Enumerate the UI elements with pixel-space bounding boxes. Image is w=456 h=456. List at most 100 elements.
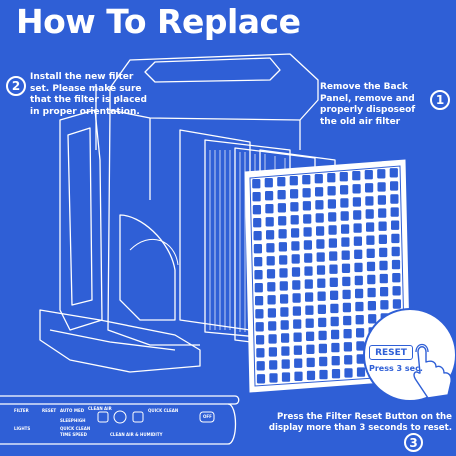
filter-grid-hole [379, 247, 388, 258]
filter-grid-hole [281, 346, 290, 356]
filter-grid-hole [292, 306, 301, 316]
filter-grid-hole [255, 322, 264, 332]
filter-grid-hole [379, 273, 388, 284]
filter-grid-hole [291, 228, 300, 238]
filter-grid-hole [352, 184, 361, 194]
filter-grid-hole [367, 287, 376, 298]
filter-grid-hole [290, 202, 299, 212]
page-title: How To Replace [16, 2, 301, 41]
panel-label-med: MED [74, 408, 85, 413]
filter-grid-hole [366, 248, 375, 258]
filter-grid-hole [305, 292, 314, 302]
filter-grid-hole [329, 251, 338, 261]
filter-grid-hole [255, 309, 264, 319]
filter-grid-hole [278, 216, 287, 226]
filter-grid-hole [356, 354, 365, 364]
filter-grid-hole [294, 371, 303, 381]
panel-label-auto: AUTO [60, 408, 73, 413]
filter-grid-hole [390, 194, 399, 204]
filter-grid-hole [355, 301, 364, 312]
panel-label-clean-air-humidity: CLEAN AIR & HUMIDITY [110, 432, 163, 437]
filter-grid-hole [342, 276, 351, 287]
filter-grid-hole [317, 278, 326, 288]
filter-grid-hole [265, 217, 274, 227]
filter-grid-hole [356, 341, 365, 351]
filter-grid-hole [356, 328, 365, 338]
filter-grid-hole [291, 267, 301, 277]
filter-grid-hole [364, 170, 373, 180]
filter-grid-hole [303, 214, 312, 224]
filter-grid-hole [340, 185, 349, 195]
filter-grid-hole [331, 369, 341, 379]
filter-grid-hole [341, 250, 350, 260]
filter-grid-hole [293, 345, 302, 355]
filter-grid-hole [268, 334, 277, 344]
filter-grid-hole [368, 314, 377, 324]
filter-grid-hole [330, 303, 339, 314]
filter-grid-hole [331, 342, 340, 353]
filter-grid-hole [378, 234, 387, 244]
filter-grid-hole [316, 265, 326, 275]
filter-grid-hole [252, 192, 261, 202]
filter-grid-hole [377, 182, 386, 192]
filter-grid-hole [254, 270, 263, 280]
filter-grid-hole [280, 320, 289, 330]
panel-label-time-speed: TIME SPEED [60, 432, 87, 437]
filter-grid-hole [327, 199, 336, 209]
panel-label-sleep: SLEEP [60, 418, 74, 423]
filter-grid-hole [279, 255, 288, 265]
filter-grid-hole [306, 331, 315, 341]
filter-grid-hole [328, 212, 337, 222]
filter-grid-hole [365, 209, 374, 219]
filter-grid-hole [291, 254, 300, 264]
filter-grid-hole [306, 370, 316, 381]
filter-grid-hole [279, 281, 288, 291]
filter-grid-hole [278, 242, 287, 252]
filter-grid-hole [302, 201, 311, 211]
filter-grid-hole [392, 299, 401, 309]
filter-grid-hole [341, 224, 350, 234]
filter-grid-hole [342, 302, 351, 313]
filter-grid-hole [293, 319, 302, 329]
filter-grid-hole [316, 252, 325, 262]
filter-grid-hole [253, 231, 262, 241]
filter-grid-hole [252, 205, 261, 215]
filter-grid-hole [315, 187, 324, 197]
filter-grid-hole [252, 179, 261, 189]
filter-grid-hole [267, 282, 276, 292]
filter-grid-hole [378, 221, 387, 231]
filter-grid-hole [329, 277, 338, 287]
filter-grid-hole [343, 315, 352, 326]
filter-grid-hole [355, 315, 364, 325]
filter-grid-hole [305, 318, 314, 328]
filter-grid-hole [315, 200, 324, 210]
filter-grid-hole [367, 274, 376, 285]
filter-grid-hole [294, 358, 303, 368]
filter-grid-hole [264, 178, 273, 188]
panel-label-reset: RESET [42, 408, 57, 413]
filter-grid-hole [378, 208, 387, 218]
filter-grid-hole [269, 373, 278, 383]
filter-grid-hole [265, 204, 274, 214]
filter-grid-hole [391, 220, 400, 230]
filter-grid-hole [340, 198, 349, 208]
filter-grid-hole [329, 264, 338, 274]
filter-grid-hole [265, 191, 274, 201]
filter-grid-hole [292, 293, 301, 303]
filter-grid-hole [303, 240, 312, 250]
filter-grid-hole [306, 357, 315, 368]
filter-grid-hole [304, 266, 313, 276]
filter-grid-hole [292, 280, 301, 290]
filter-grid-hole [327, 173, 336, 183]
filter-grid-hole [253, 244, 262, 254]
filter-grid-hole [331, 356, 340, 366]
filter-grid-hole [353, 223, 362, 233]
filter-grid-hole [254, 283, 263, 293]
filter-grid-hole [316, 239, 325, 249]
filter-grid-hole [304, 279, 313, 289]
filter-grid-hole [390, 207, 399, 217]
filter-grid-hole [392, 286, 401, 296]
filter-grid-hole [330, 290, 339, 300]
